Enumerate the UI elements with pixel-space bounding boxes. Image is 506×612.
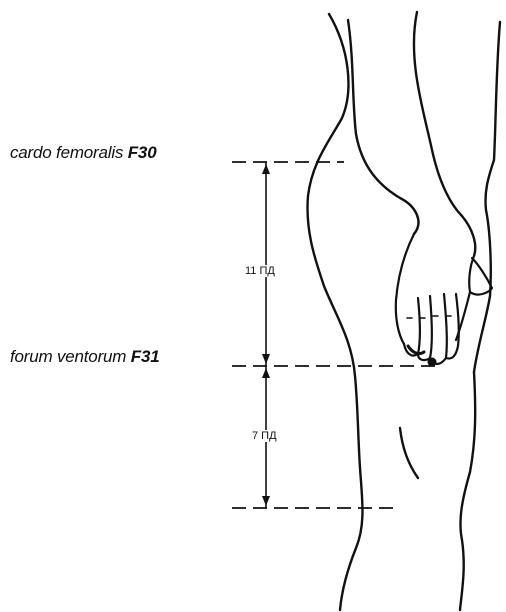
arm-front-contour — [348, 20, 418, 234]
point-code-f30: F30 — [128, 143, 157, 162]
inner-leg-contour — [460, 372, 475, 610]
point-code-f31: F31 — [131, 347, 160, 366]
point-label-f31: forum ventorum F31 — [10, 347, 159, 367]
point-name-f31: forum ventorum — [10, 347, 126, 366]
arm-back-contour — [414, 12, 475, 256]
back-contour — [474, 22, 500, 372]
skin-fold-line — [400, 428, 418, 478]
distance-label-upper: 11 ПД — [244, 265, 276, 277]
distance-label-lower: 7 ПД — [251, 430, 278, 442]
point-label-f30: cardo femoralis F30 — [10, 143, 156, 163]
point-name-f30: cardo femoralis — [10, 143, 123, 162]
